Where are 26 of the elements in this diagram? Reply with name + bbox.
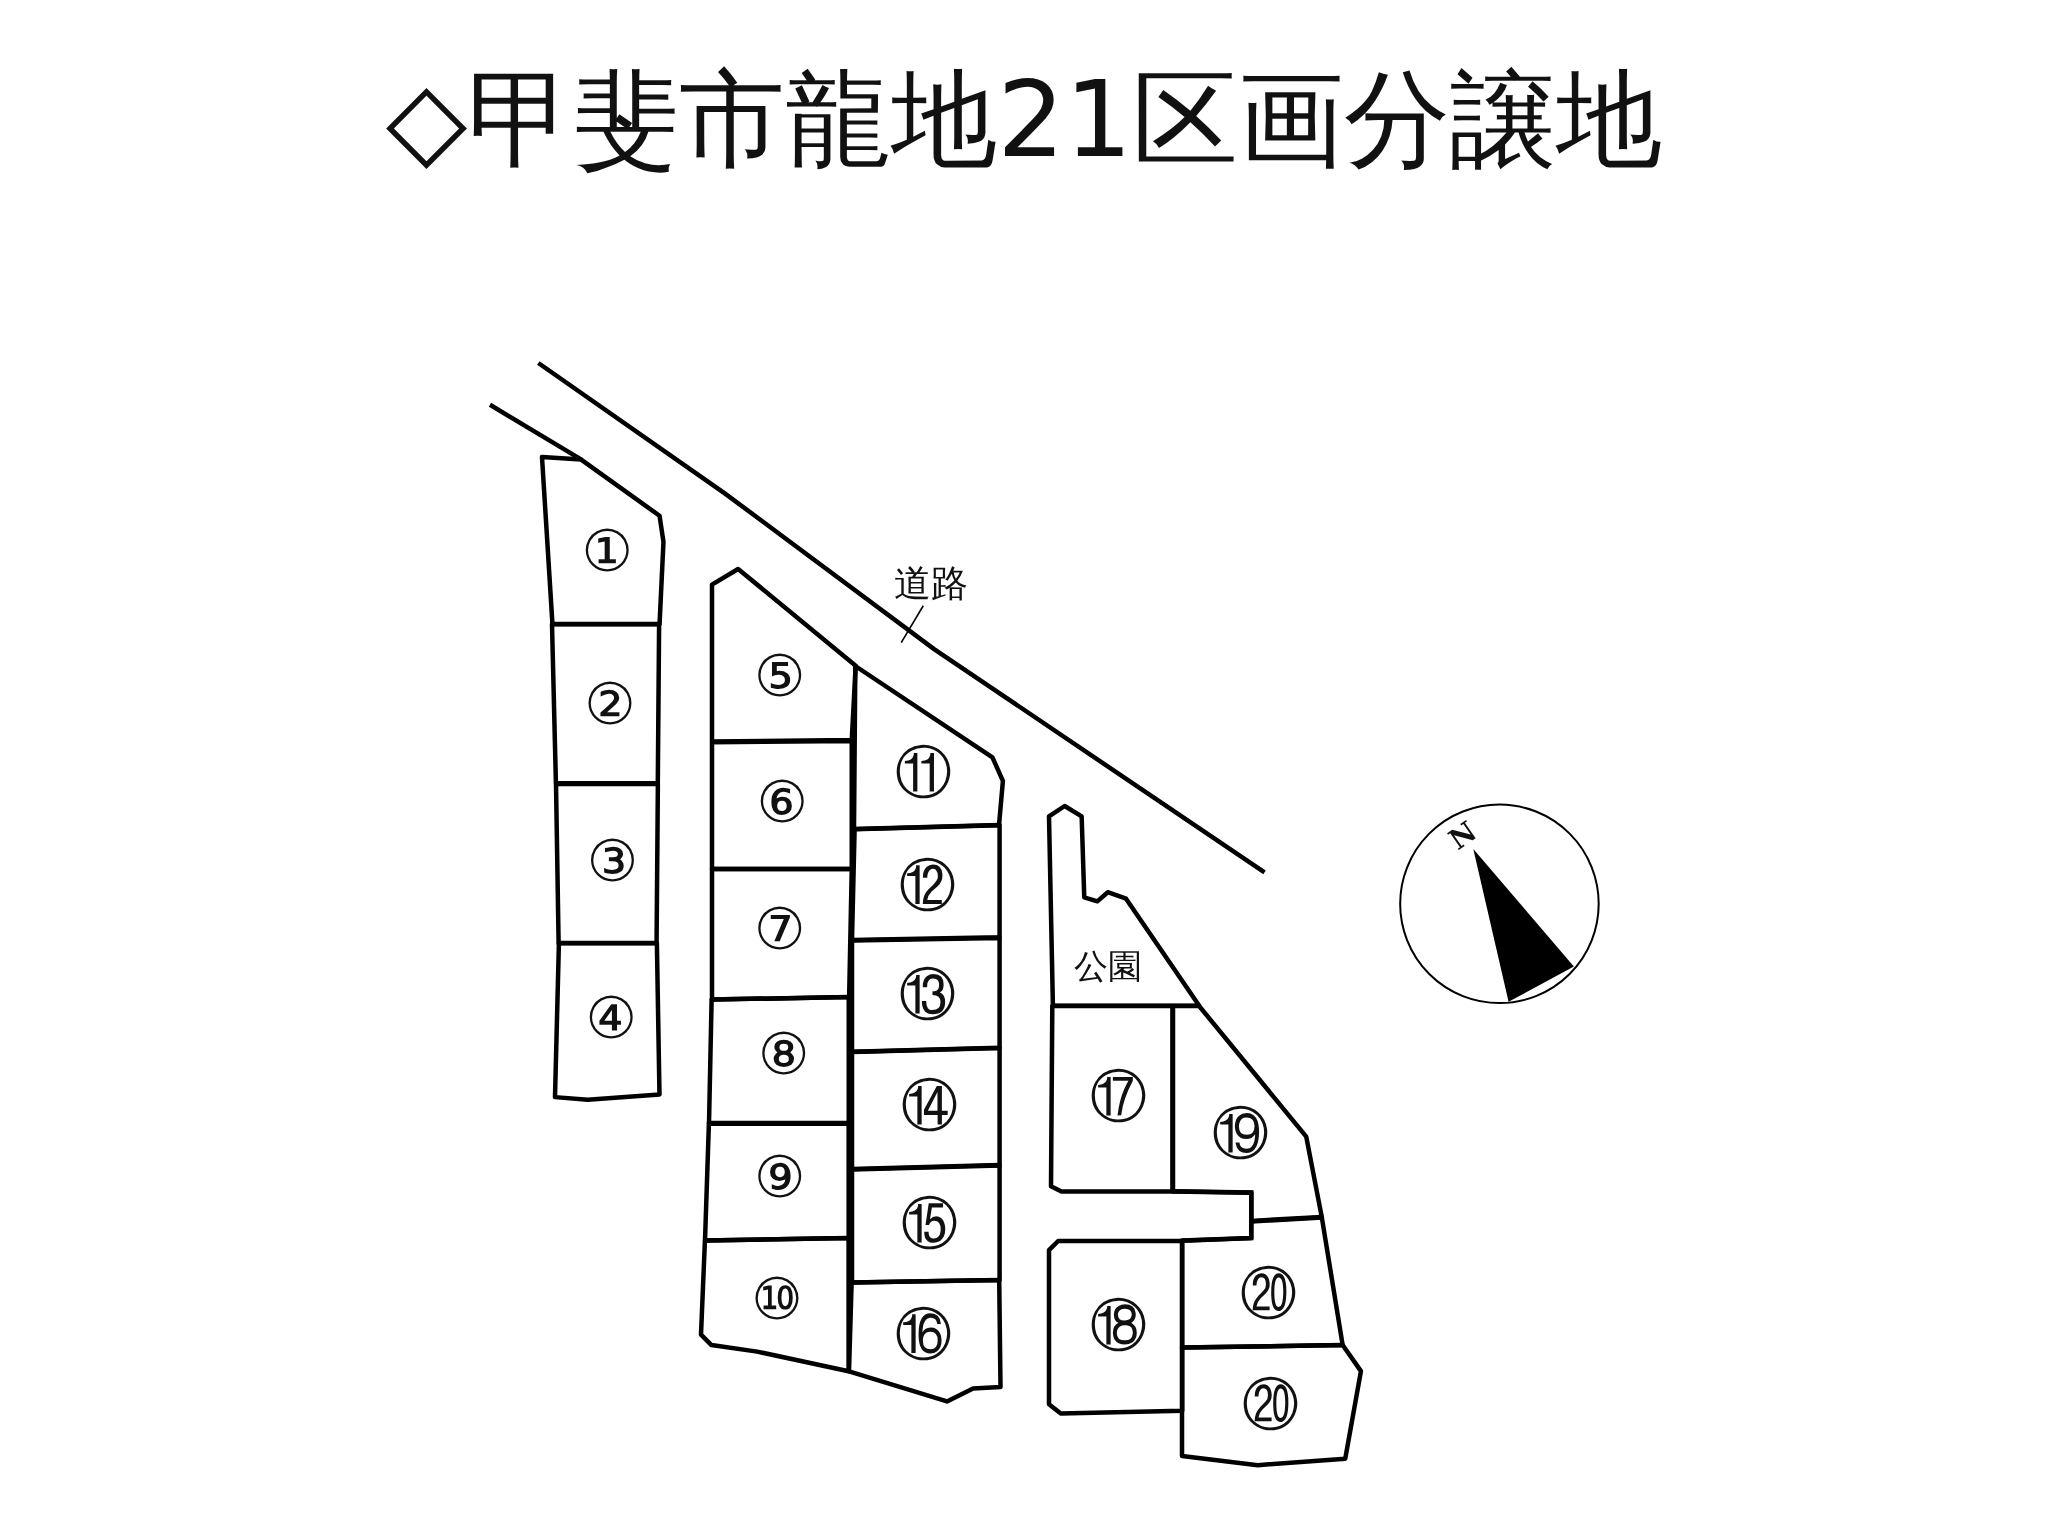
lot-number: ③ [586, 833, 639, 891]
lot-number: ⑧ [757, 1026, 810, 1085]
lot-number: ⑦ [754, 901, 806, 959]
lot-number: ⑳ [1239, 1265, 1297, 1324]
lot-number: ⑩ [751, 1270, 803, 1329]
lot-number: ⑮ [901, 1195, 959, 1253]
lot-number: ⑰ [1089, 1068, 1147, 1126]
lot-number: ⑲ [1212, 1104, 1270, 1163]
lot-number: ⑯ [894, 1306, 952, 1364]
lot-number: ⑳ [1242, 1376, 1300, 1435]
lot-number: ⑤ [754, 647, 806, 706]
leader-line [900, 605, 925, 644]
lot-number: ① [581, 523, 634, 582]
north-label: N [1444, 817, 1482, 855]
title: ◇甲斐市龍地21区画分譲地 [385, 58, 1663, 181]
lot-number: ② [584, 676, 636, 734]
lot-number: ⑬ [898, 966, 956, 1024]
lot-number: ⑫ [898, 856, 956, 915]
lot-number: ⑪ [894, 744, 952, 802]
lot-number: ④ [585, 990, 637, 1048]
park-label: 公園 [1073, 949, 1142, 984]
road-label: 道路 [894, 565, 969, 603]
lot-number: ⑥ [756, 774, 809, 832]
lot-number: ⑨ [754, 1149, 806, 1207]
lot-number: ⑭ [901, 1077, 959, 1135]
lot-number: ⑱ [1089, 1296, 1147, 1355]
